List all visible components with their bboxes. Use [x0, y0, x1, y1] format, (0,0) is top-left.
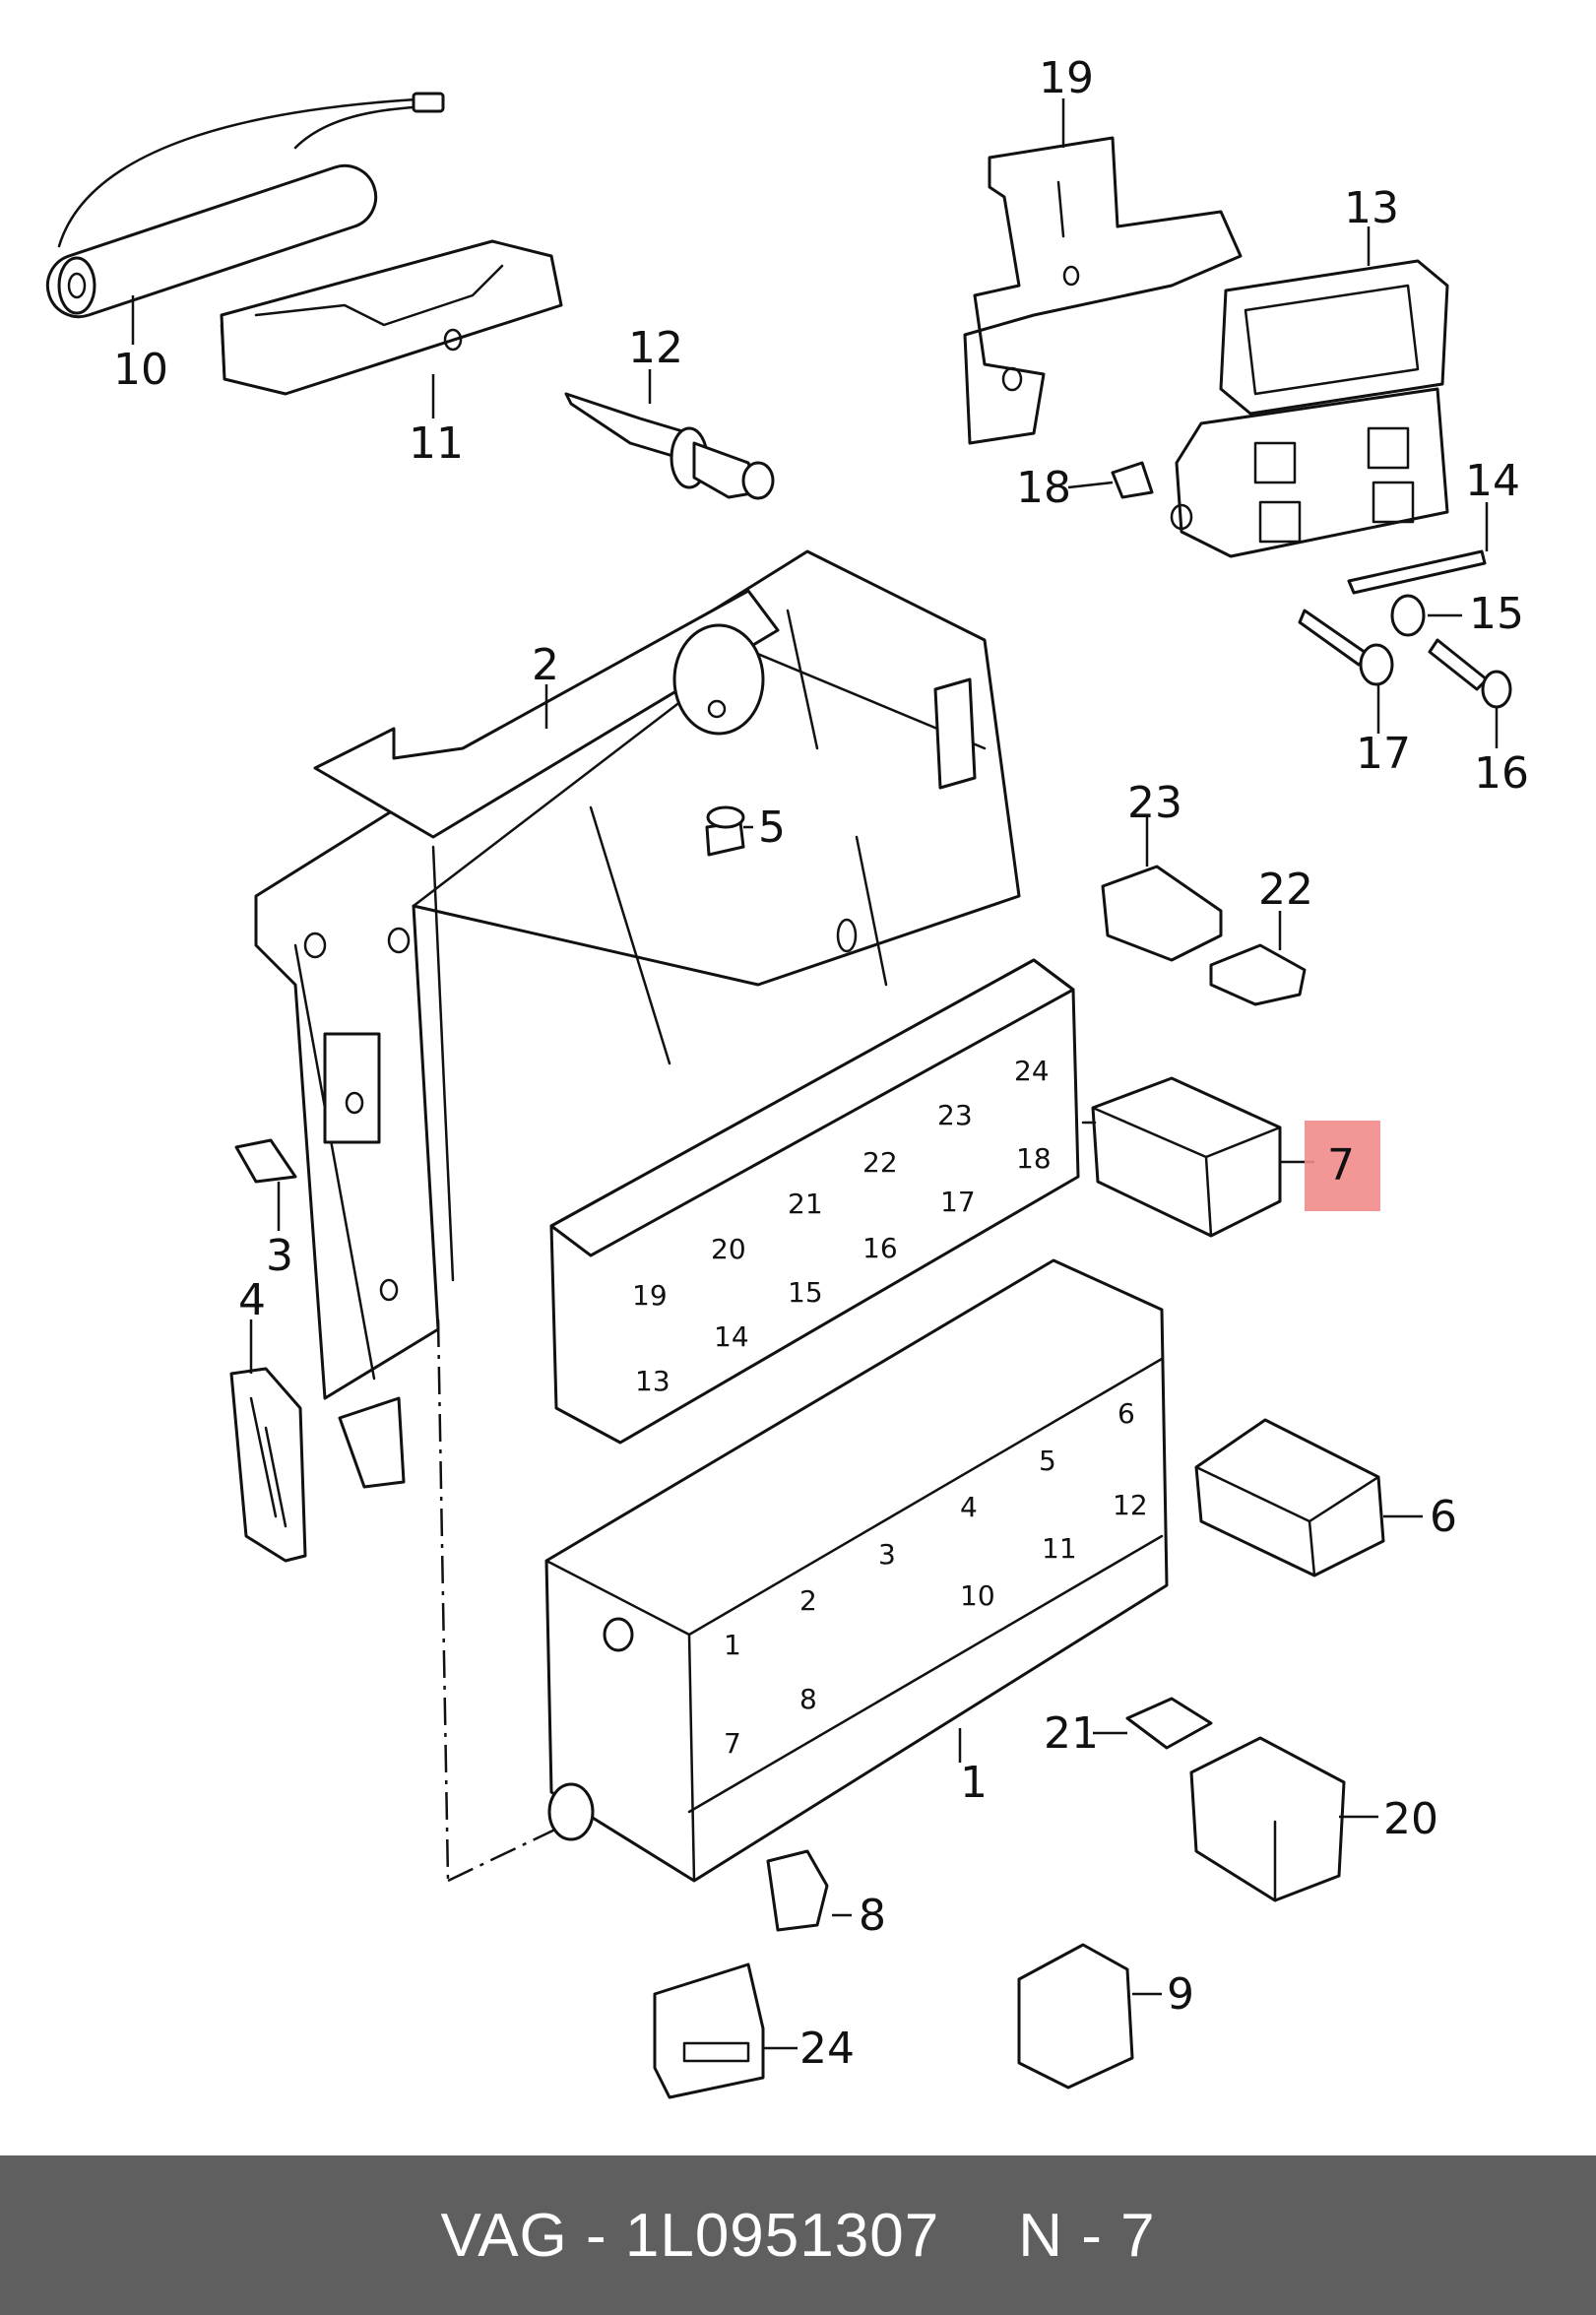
callout-9: 9 — [1167, 1969, 1194, 2020]
relay-slot: 19 20 21 22 23 24 13 14 15 16 17 18 — [632, 1055, 1052, 1397]
callout-14: 14 — [1465, 456, 1520, 506]
part-7-relay — [1081, 1076, 1282, 1238]
callout-3: 3 — [266, 1231, 293, 1281]
callout-17: 17 — [1356, 729, 1411, 779]
fuse-position-7: 7 — [724, 1727, 741, 1760]
callout-21: 21 — [1044, 1708, 1099, 1759]
fuse-position-6: 6 — [1117, 1397, 1135, 1430]
fuse-position-1: 1 — [724, 1629, 741, 1661]
fuse-position-2: 2 — [799, 1584, 817, 1617]
part-6-relay — [1194, 1418, 1385, 1577]
fuse-position-11: 11 — [1042, 1532, 1077, 1565]
fuse-position-8: 8 — [799, 1683, 817, 1715]
fuse-position-5: 5 — [1039, 1445, 1056, 1477]
parts-diagram: 19 20 21 22 23 24 13 14 15 16 17 18 1 2 … — [45, 53, 1529, 2099]
callout-4: 4 — [238, 1275, 266, 1325]
fuse-position-12: 12 — [1113, 1489, 1148, 1521]
relay-position-17: 17 — [940, 1186, 976, 1218]
relay-position-22: 22 — [862, 1146, 898, 1179]
callout-6: 6 — [1430, 1492, 1457, 1542]
part-22-connector — [1209, 943, 1307, 1006]
callout-11: 11 — [409, 418, 464, 469]
part-5-nut — [705, 805, 745, 857]
part-3-clip — [234, 1138, 297, 1184]
callout-2: 2 — [532, 640, 559, 690]
part-1-fuse-box — [544, 1258, 1169, 1883]
fuse-slot: 1 2 3 4 5 6 7 8 10 11 12 — [724, 1397, 1148, 1760]
callout-8: 8 — [859, 1891, 886, 1941]
callout-10: 10 — [113, 345, 168, 395]
part-21-fuse — [1125, 1697, 1213, 1750]
relay-position-23: 23 — [937, 1099, 973, 1131]
relay-position-14: 14 — [714, 1320, 749, 1353]
part-17-screw — [1298, 609, 1394, 686]
relay-position-15: 15 — [788, 1276, 823, 1309]
fuse-position-10: 10 — [960, 1579, 995, 1612]
callout-22: 22 — [1258, 865, 1313, 915]
part-10-cylinder — [45, 92, 445, 319]
callout-19: 19 — [1039, 53, 1094, 103]
callout-1: 1 — [960, 1758, 988, 1808]
part-9-socket — [1017, 1943, 1134, 2090]
relay-position-18: 18 — [1016, 1142, 1052, 1175]
relay-position-24: 24 — [1014, 1055, 1050, 1087]
part-18-clip — [1111, 461, 1154, 499]
part-20-connector — [1189, 1736, 1346, 1902]
part-12-pin — [564, 392, 775, 500]
callout-13: 13 — [1344, 183, 1399, 233]
callout-15: 15 — [1469, 589, 1524, 639]
leader-lines — [131, 98, 1499, 2050]
relay-position-16: 16 — [862, 1232, 898, 1264]
alignment-line — [436, 1318, 450, 1882]
callout-labels: 1 2 3 4 5 6 7 8 9 10 11 12 13 14 15 16 1… — [113, 53, 1529, 2074]
callout-20: 20 — [1383, 1794, 1438, 1844]
alignment-line — [447, 1825, 562, 1883]
part-23-connector — [1101, 865, 1223, 962]
callout-16: 16 — [1474, 748, 1529, 799]
callout-18: 18 — [1016, 463, 1071, 513]
part-24-connector — [653, 1962, 765, 2099]
part-11-holder — [220, 239, 563, 396]
part-13-carrier — [1170, 259, 1449, 558]
part-14-strip — [1347, 549, 1487, 595]
callout-23: 23 — [1127, 778, 1182, 828]
part-4-clip — [229, 1367, 307, 1563]
relay-panel — [549, 958, 1080, 1445]
diagram-position: N - 7 — [1018, 2201, 1156, 2270]
callout-12: 12 — [628, 323, 683, 373]
fuse-position-3: 3 — [878, 1538, 896, 1571]
callout-7: 7 — [1327, 1140, 1355, 1190]
highlight-box-part-7 — [1305, 1121, 1380, 1211]
part-16-screw — [1428, 638, 1512, 709]
part-15-washer — [1390, 594, 1426, 637]
callout-24: 24 — [799, 2024, 855, 2074]
brand-part-number: VAG - 1L0951307 — [440, 2201, 940, 2270]
relay-position-13: 13 — [635, 1365, 670, 1397]
part-19-bracket — [963, 136, 1243, 445]
part-number-footer: VAG - 1L0951307 N - 7 — [0, 2155, 1596, 2315]
relay-position-21: 21 — [788, 1188, 823, 1220]
relay-position-19: 19 — [632, 1279, 668, 1312]
callout-5: 5 — [758, 803, 786, 853]
part-8-clip — [766, 1849, 829, 1932]
fuse-position-4: 4 — [960, 1491, 978, 1523]
relay-position-20: 20 — [711, 1233, 746, 1265]
